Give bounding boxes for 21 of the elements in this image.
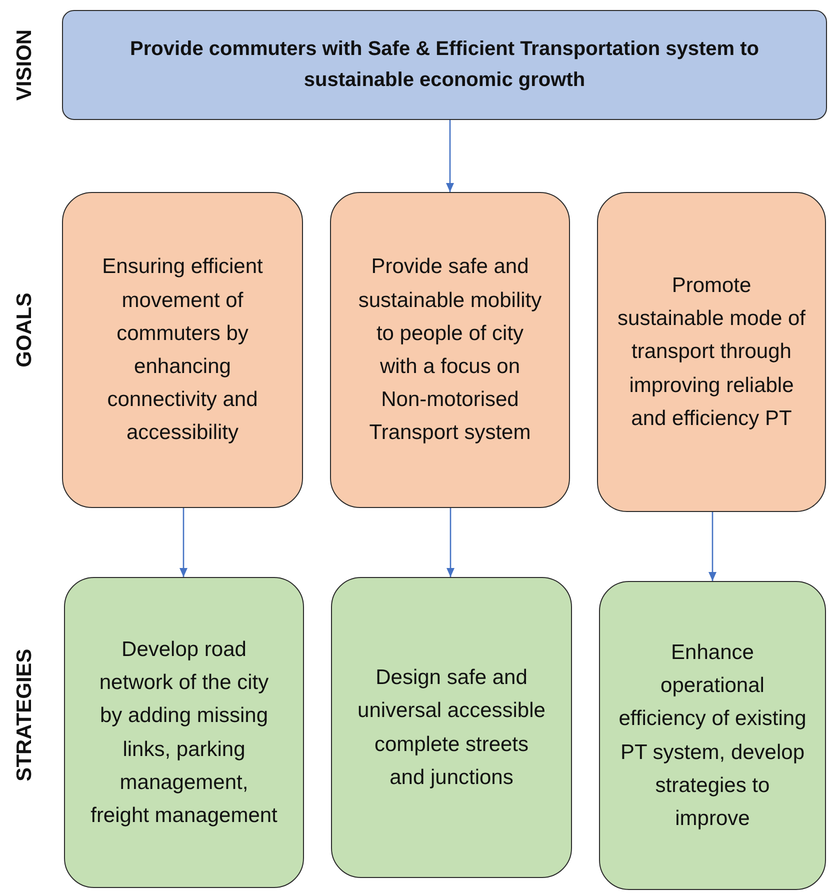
arrow [446,508,454,577]
arrow [708,512,716,581]
node-text: Provide safe and sustainable mobility to people of city with a focus on Non-motorised Transport system [357,254,543,446]
node-text: Provide commuters with Safe & Efficient Transportation system to sustainable economic growth [128,37,760,93]
goal-box [62,192,303,508]
row-heading: STRATEGIES [13,648,37,782]
node-text: Develop road network of the city by adding missing links, parking management, freight management [90,636,278,829]
arrow [180,508,188,577]
strategy-box [64,577,304,888]
node-text: Ensuring efficient movement of commuters by enhancing connectivity and accessibility [101,254,264,446]
row-heading: GOALS [13,292,37,368]
arrow [446,120,454,192]
goal-box [597,192,826,512]
strategy-box [331,577,572,878]
node-text: Design safe and universal accessible complete streets and junctions [356,665,546,791]
node-text: Promote sustainable mode of transport through improving reliable and efficiency PT [616,273,806,432]
vision-box [62,10,827,120]
strategy-box [599,581,826,890]
row-heading: VISION [13,29,37,101]
goal-box [330,192,570,508]
node-text: Enhance operational efficiency of existing PT system, develop strategies to improve [618,640,808,832]
